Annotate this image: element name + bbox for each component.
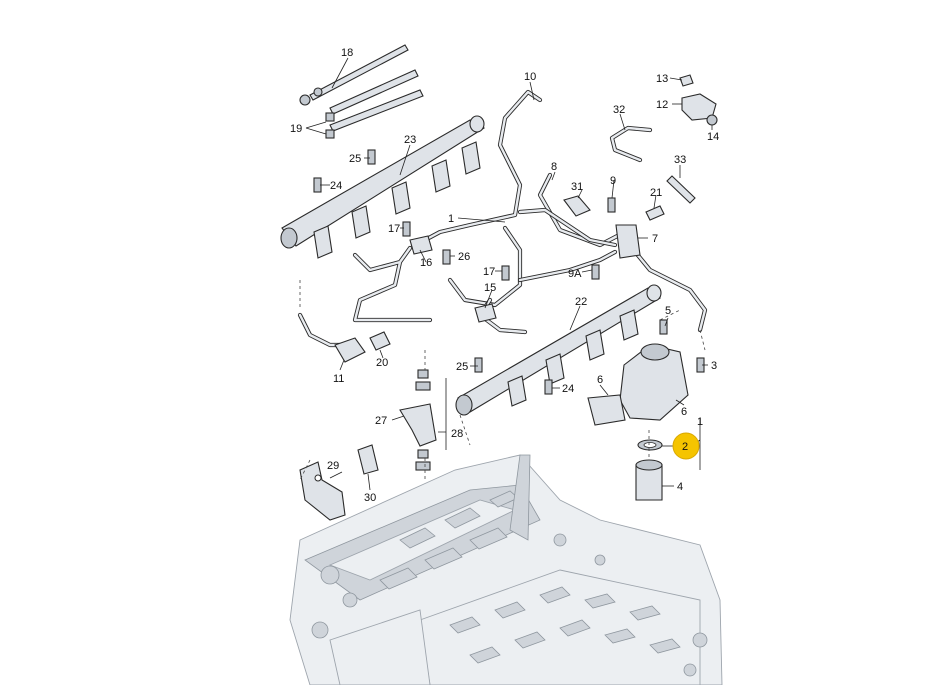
callout-8: 8 [551, 161, 557, 173]
callout-29: 29 [327, 460, 339, 472]
callout-6-side: 6 [681, 406, 687, 418]
callout-9A: 9A [568, 268, 582, 280]
callout-3: 3 [711, 360, 717, 372]
callout-25-lower: 25 [456, 361, 468, 373]
callout-31: 31 [571, 181, 583, 193]
small-parts [299, 44, 718, 521]
callout-15: 15 [484, 282, 496, 294]
callout-23: 23 [404, 134, 416, 146]
fuel-rail-left [280, 115, 486, 259]
callout-30: 30 [364, 492, 376, 504]
assembly-dashed-lines [299, 280, 706, 481]
callout-1: 1 [448, 213, 454, 225]
callout-5: 5 [665, 305, 671, 317]
callout-10: 10 [524, 71, 536, 83]
callout-22: 22 [575, 296, 587, 308]
highlight-marker [672, 432, 700, 460]
callout-1-side: 1 [697, 416, 703, 428]
callout-27: 27 [375, 415, 387, 427]
callout-28: 28 [451, 428, 463, 440]
callout-25: 25 [349, 153, 361, 165]
callout-14: 14 [707, 131, 719, 143]
callout-24: 24 [330, 180, 342, 192]
engine-block-illustration [289, 454, 723, 685]
callout-20: 20 [376, 357, 388, 369]
callout-26: 26 [458, 251, 470, 263]
callout-32: 32 [613, 104, 625, 116]
callout-19: 19 [290, 123, 302, 135]
callout-4: 4 [677, 481, 683, 493]
callout-16: 16 [420, 257, 432, 269]
callout-17-lower: 17 [483, 266, 495, 278]
callout-13: 13 [656, 73, 668, 85]
callout-2: 2 [682, 441, 688, 453]
callout-12: 12 [656, 99, 668, 111]
callout-labels: 18 19 23 25 24 10 13 12 14 32 33 8 31 9 … [290, 47, 719, 504]
callout-11: 11 [333, 373, 344, 385]
callout-18: 18 [341, 47, 353, 59]
callout-24-lower: 24 [562, 383, 574, 395]
callout-17-upper: 17 [388, 223, 400, 235]
fuel-lines [297, 89, 708, 348]
fuel-rail-right [455, 284, 662, 416]
callout-21: 21 [650, 187, 662, 199]
callout-9: 9 [610, 175, 616, 187]
callout-33: 33 [674, 154, 686, 166]
callout-7: 7 [652, 233, 658, 245]
callout-6-pump: 6 [597, 374, 603, 386]
